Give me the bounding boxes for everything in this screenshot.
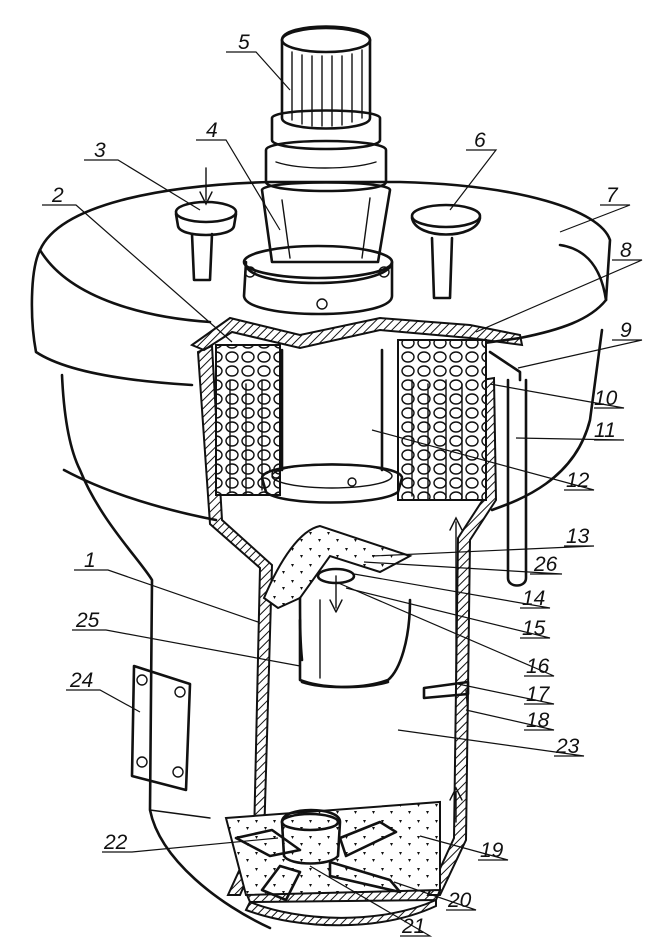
label-10: 10 [594, 387, 618, 410]
label-2: 2 [51, 184, 64, 207]
label-21: 21 [401, 915, 425, 938]
label-26: 26 [533, 553, 558, 576]
label-19: 19 [480, 839, 504, 862]
label-4: 4 [206, 119, 218, 142]
central-shaft-bearing [260, 348, 404, 504]
label-3: 3 [94, 139, 106, 162]
label-23: 23 [555, 735, 580, 758]
label-24: 24 [69, 669, 93, 692]
label-5: 5 [238, 31, 250, 54]
main-body-shell [60, 328, 604, 930]
honeycomb-filter-left [215, 344, 281, 496]
discharge-pipe [488, 350, 528, 587]
inspection-door [130, 664, 192, 792]
label-12: 12 [566, 469, 590, 492]
label-13: 13 [566, 525, 590, 548]
feed-hopper-left [174, 167, 238, 282]
label-6: 6 [474, 129, 486, 152]
top-lid [30, 180, 612, 387]
label-16: 16 [526, 655, 550, 678]
label-25: 25 [75, 609, 100, 632]
feed-hopper-right [410, 203, 482, 300]
leader-lines [42, 51, 643, 937]
label-18: 18 [526, 709, 550, 732]
label-7: 7 [606, 184, 619, 207]
label-1: 1 [84, 549, 96, 572]
label-20: 20 [447, 889, 472, 912]
motor [264, 25, 388, 193]
label-8: 8 [620, 239, 632, 262]
label-9: 9 [620, 319, 632, 342]
label-11: 11 [594, 419, 616, 442]
part-labels: 5 4 3 6 2 7 8 9 10 11 12 13 26 14 15 16 … [51, 31, 632, 938]
reducer-support [242, 181, 394, 316]
bottom-impeller [224, 786, 463, 902]
label-15: 15 [522, 617, 546, 640]
label-14: 14 [522, 587, 545, 610]
label-22: 22 [103, 831, 128, 854]
label-17: 17 [526, 683, 551, 706]
drive-column [298, 599, 390, 689]
honeycomb-filter-right [397, 339, 487, 501]
